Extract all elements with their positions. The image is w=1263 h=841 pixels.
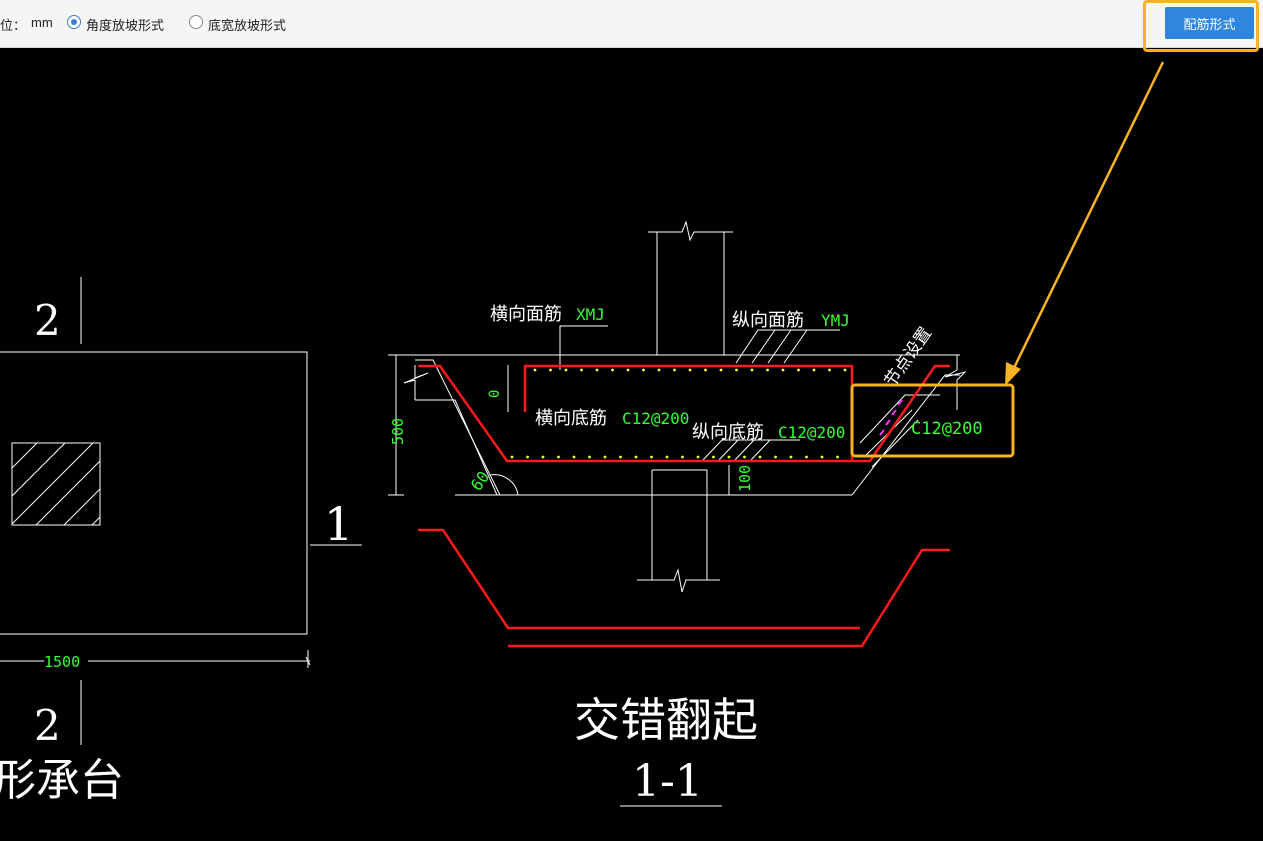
label-bottom-longitudinal: 纵向底筋 — [692, 422, 764, 443]
column-break-top — [648, 220, 733, 242]
label-bottom-longitudinal-code: C12@200 — [778, 423, 845, 442]
rebar-dot — [564, 368, 568, 372]
rebar-dot — [836, 455, 839, 459]
column-hatch — [11, 442, 101, 526]
dim-cover-bottom-text: 100 — [736, 465, 754, 492]
label-top-transverse: 横向面筋 — [490, 304, 562, 325]
label-bottom-transverse: 横向底筋 — [535, 408, 607, 429]
rebar-dot — [750, 368, 754, 372]
rebar-dot — [805, 455, 808, 459]
rebar-highlight-box — [850, 383, 1015, 458]
rebar-dot — [549, 368, 552, 372]
rebar-dot — [719, 368, 723, 372]
rebar-dot — [541, 455, 545, 459]
rebar-dot — [704, 368, 707, 372]
rebar-dot — [828, 368, 831, 372]
label-top-transverse-code: XMJ — [576, 305, 605, 324]
label-side-code: C12@200 — [911, 419, 983, 439]
rebar-dot — [727, 455, 731, 459]
pile-break — [637, 568, 720, 593]
rebar-dot — [688, 368, 692, 372]
rebar-dot — [657, 368, 661, 372]
section-mark: 1-1 — [632, 756, 703, 807]
plan-marker-top: 2 — [34, 296, 61, 345]
rebar-dot — [588, 455, 591, 459]
rebar-right-bend — [852, 364, 950, 463]
rebar-dot — [642, 368, 645, 372]
rebar-dot — [611, 368, 614, 372]
unit-label: 位： — [0, 18, 27, 33]
dim-cover-top-text: 0 — [487, 390, 503, 398]
rebar-dot — [572, 455, 576, 459]
label-top-longitudinal-code: YMJ — [821, 311, 850, 330]
plan-marker-bottom: 2 — [34, 701, 61, 750]
rebar-dot — [619, 455, 622, 459]
annotation-arrow — [1005, 61, 1165, 386]
rebar-dot — [673, 368, 676, 372]
rebar-dot — [634, 455, 638, 459]
leader-top-transverse — [559, 325, 608, 370]
rebar-dot — [712, 455, 715, 459]
plan-caption: 形承台 — [0, 755, 124, 806]
section-view — [388, 220, 967, 593]
rebar-dot — [650, 455, 653, 459]
rebar-dot — [812, 368, 816, 372]
rebar-dot — [665, 455, 669, 459]
top-toolbar: 位： mm 角度放坡形式 底宽放坡形式 配筋形式 — [0, 0, 1263, 48]
radio-angle-slope-label[interactable]: 角度放坡形式 — [86, 18, 165, 33]
pile-left — [637, 470, 653, 581]
label-top-longitudinal: 纵向面筋 — [732, 310, 804, 331]
pile-right — [652, 469, 708, 580]
rebar-dot — [696, 455, 700, 459]
rebar-lines — [418, 364, 950, 648]
rebar-dot — [626, 368, 630, 372]
plan-width-dim: 1500 — [44, 653, 80, 671]
section-title: 交错翻起 — [574, 693, 758, 747]
rebar-dot — [510, 455, 514, 459]
slope-angle-text: 60 — [467, 468, 494, 495]
rebar-dot — [595, 368, 599, 372]
rebar-dot — [820, 455, 824, 459]
dim-height-text: 500 — [389, 418, 407, 445]
radio-angle-slope[interactable] — [67, 15, 81, 29]
rebar-dot — [533, 368, 537, 372]
label-side-node: 节点设置 — [881, 324, 936, 391]
rebar-dot — [557, 455, 560, 459]
rebar-dot — [789, 455, 793, 459]
rebar-dot — [735, 368, 738, 372]
rebar-dot — [797, 368, 800, 372]
rebar-dot — [843, 368, 847, 372]
radio-width-slope-label[interactable]: 底宽放坡形式 — [208, 18, 287, 33]
rebar-dot — [758, 455, 762, 459]
rebar-lower-bottom — [418, 528, 860, 630]
cad-drawing-canvas: 2 2 1 1500 形承台 — [0, 61, 1165, 807]
rebar-dot — [766, 368, 769, 372]
side-marks — [879, 399, 903, 436]
rebar-dot — [603, 455, 607, 459]
rebar-dot — [743, 455, 746, 459]
rebar-dots — [510, 368, 847, 459]
plan-column — [11, 442, 101, 526]
column-left-edge — [648, 231, 658, 355]
rebar-dot — [781, 368, 785, 372]
plan-marker-right: 1 — [324, 497, 353, 551]
rebar-dot — [526, 455, 529, 459]
plan-view — [0, 277, 362, 745]
rebar-form-button[interactable]: 配筋形式 — [1165, 7, 1254, 39]
plan-outline — [0, 351, 308, 635]
radio-width-slope[interactable] — [189, 15, 203, 29]
rebar-lower-top — [508, 548, 950, 648]
rebar-dot — [681, 455, 684, 459]
rebar-dot — [580, 368, 583, 372]
unit-value: mm — [31, 15, 53, 30]
label-bottom-transverse-code: C12@200 — [622, 409, 689, 428]
rebar-dot — [774, 455, 777, 459]
